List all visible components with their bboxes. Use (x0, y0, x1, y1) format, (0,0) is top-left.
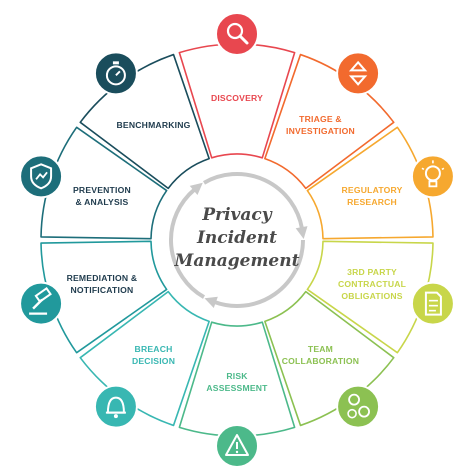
stage-label-prevention-line-2: & ANALYSIS (75, 197, 128, 207)
stage-segment-team (264, 290, 395, 427)
stage-label-remediation-line-1: REMEDIATION & (67, 273, 138, 283)
stage-label-regulatory-line-2: RESEARCH (347, 197, 397, 207)
stage-label-team-line-2: COLLABORATION (282, 356, 359, 366)
lightbulb-icon (421, 160, 445, 188)
stage-label-breach-line-1: BREACH (135, 344, 173, 354)
stage-circle-breach (93, 384, 138, 429)
stage-segment-3rd-party (306, 240, 434, 354)
stage-label-risk-line-1: RISK (226, 371, 248, 381)
center-hub: Privacy Incident Management (169, 172, 308, 308)
team-icon (347, 393, 370, 419)
stage-circle-remediation (19, 281, 64, 326)
cycle-arrow-arc-3 (169, 187, 206, 299)
stage-circle-prevention (19, 154, 64, 199)
center-title-line-1: Privacy (201, 205, 272, 225)
cycle-arrow-head-2 (204, 296, 218, 308)
cycle-arrow-arc-1 (203, 172, 304, 229)
stage-segment-triage (264, 53, 395, 190)
stage-label-team-line-1: TEAM (308, 344, 333, 354)
stage-circle-3rd-party (410, 281, 455, 326)
stage-segment-regulatory (306, 126, 434, 240)
stage-label-3rd-party-line-2: CONTRACTUAL (338, 279, 406, 289)
stage-circle-team (336, 384, 381, 429)
bell-icon (105, 396, 126, 419)
stage-circle-regulatory (410, 154, 455, 199)
stage-label-3rd-party-line-3: OBLIGATIONS (341, 291, 402, 301)
stage-segment-risk (178, 321, 296, 437)
triage-arrows-icon (348, 60, 368, 86)
stage-label-triage-line-1: TRIAGE & (299, 114, 342, 124)
stage-segment-benchmarking (79, 53, 210, 190)
center-title-line-3: Management (174, 251, 300, 271)
stage-segment-breach (79, 290, 210, 427)
stage-segment-prevention (40, 126, 168, 240)
cycle-arrow-head-1 (295, 226, 308, 240)
stage-icon-circles (19, 12, 455, 468)
stage-label-benchmarking-line-1: BENCHMARKING (117, 120, 191, 130)
gavel-icon (29, 286, 52, 315)
cycle-arrows-icon (169, 172, 308, 308)
stage-segment-remediation (40, 240, 168, 354)
stage-segment-discovery (178, 43, 296, 159)
stage-segments: DISCOVERY TRIAGE & INVESTIGATION REGULATORY… (40, 43, 434, 437)
cycle-arrow-head-3 (189, 182, 203, 196)
cycle-arrow-arc-2 (213, 239, 305, 308)
stopwatch-icon (105, 61, 126, 86)
stage-circle-benchmarking (93, 51, 138, 96)
stage-circle-triage (336, 51, 381, 96)
document-icon (424, 291, 442, 316)
stage-label-remediation-line-2: NOTIFICATION (71, 285, 134, 295)
shield-icon (30, 163, 53, 190)
stage-label-risk-line-2: ASSESSMENT (206, 383, 268, 393)
warning-icon (225, 434, 249, 456)
center-title-line-2: Incident (196, 228, 277, 248)
stage-label-regulatory-line-1: REGULATORY (342, 185, 403, 195)
stage-label-triage-line-2: INVESTIGATION (286, 126, 355, 136)
stage-label-prevention-line-1: PREVENTION (73, 185, 131, 195)
stage-circle-discovery (215, 12, 259, 56)
stage-label-3rd-party-line-1: 3RD PARTY (347, 267, 397, 277)
magnifier-icon (226, 22, 249, 45)
stage-label-breach-line-2: DECISION (132, 356, 175, 366)
stage-circle-risk (215, 424, 259, 468)
stage-label-discovery-line-1: DISCOVERY (211, 93, 263, 103)
